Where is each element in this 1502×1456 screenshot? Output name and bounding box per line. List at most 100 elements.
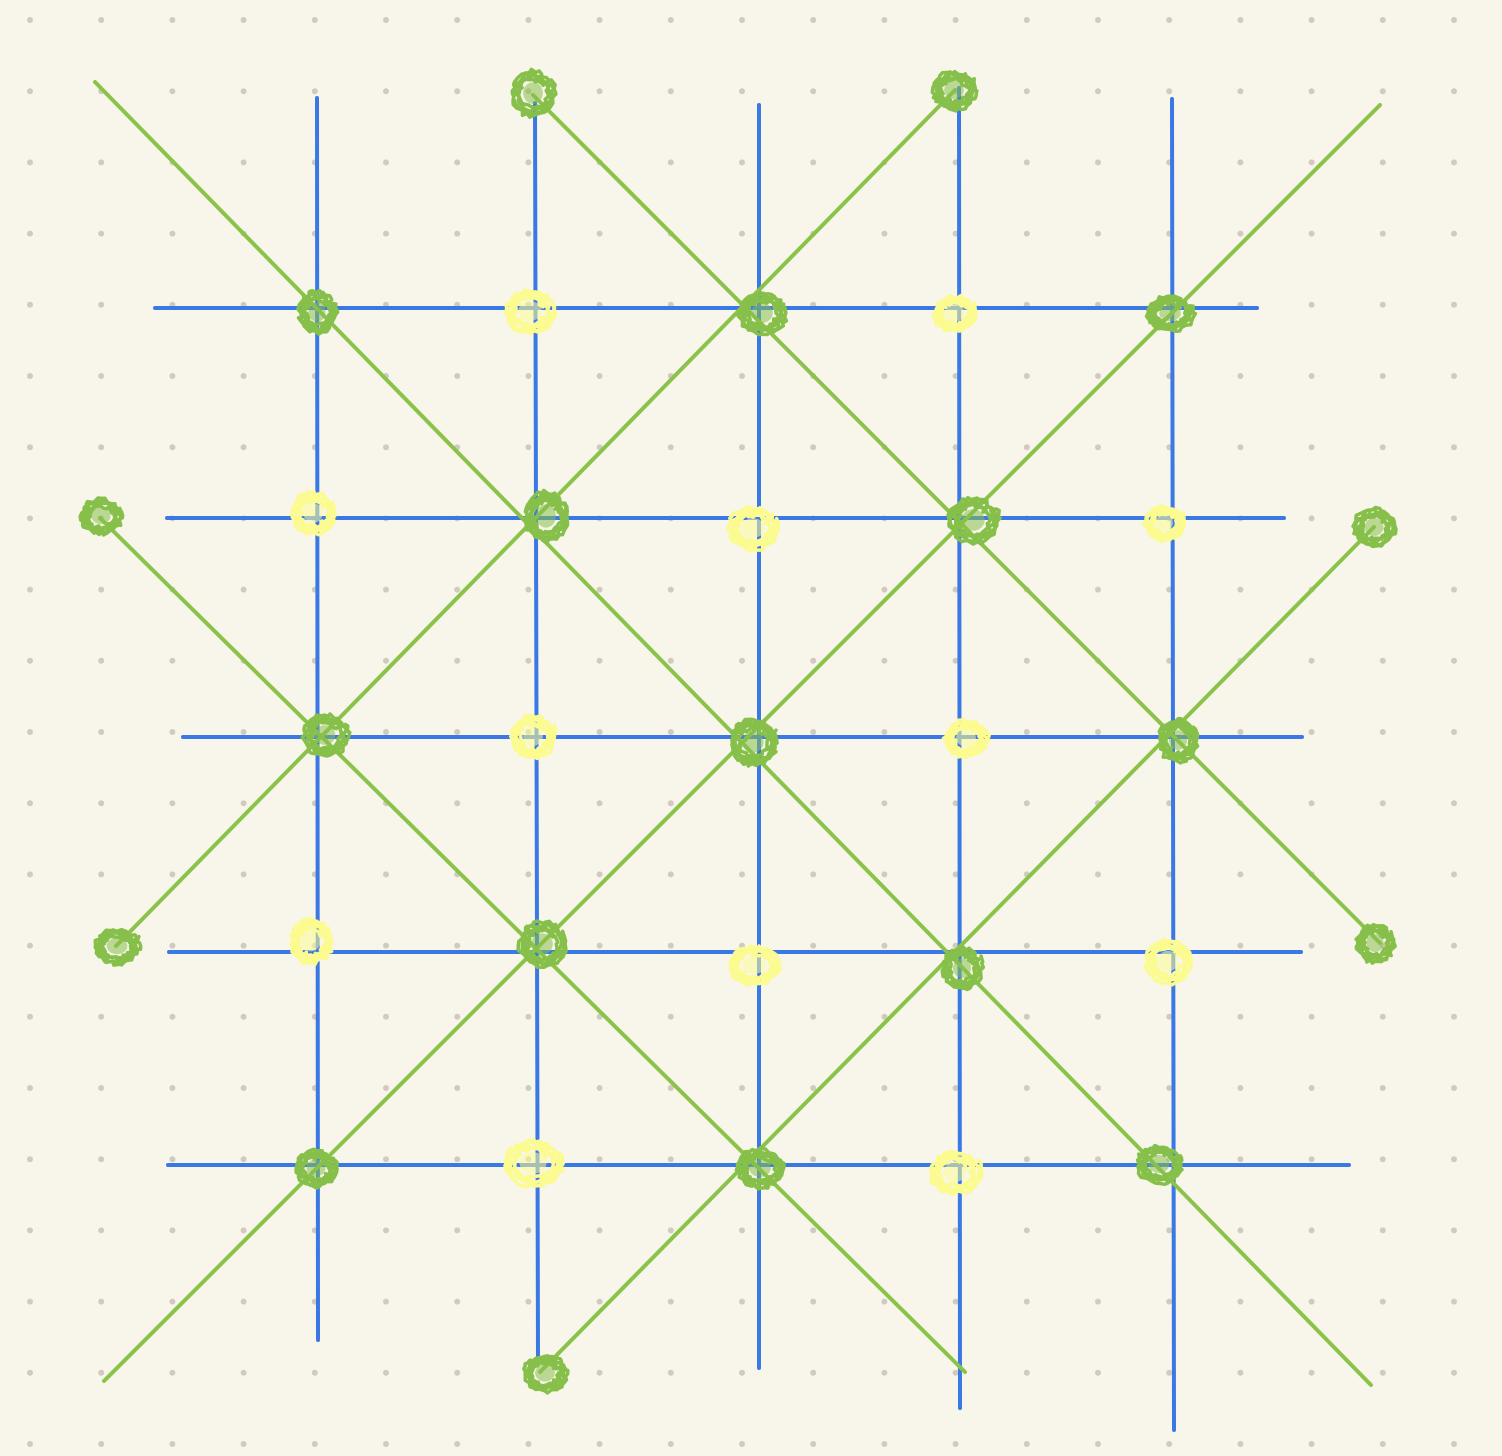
- green-node: [736, 291, 789, 337]
- grid-dot: [27, 1013, 33, 1020]
- grid-dot: [240, 1085, 247, 1091]
- grid-dot: [98, 1298, 105, 1305]
- grid-dot: [27, 515, 33, 522]
- green-node-stroke: [516, 919, 568, 970]
- grid-dot: [454, 657, 461, 664]
- grid-dot: [1379, 301, 1386, 308]
- grid-dot: [881, 871, 888, 878]
- grid-dot: [667, 1369, 674, 1376]
- grid-dot: [454, 88, 461, 95]
- grid-dot: [98, 657, 105, 664]
- grid-dot: [667, 159, 674, 166]
- grid-dot: [1451, 729, 1457, 735]
- grid-dot: [1237, 1013, 1244, 1020]
- grid-dot: [1308, 515, 1315, 522]
- yellow-node-stroke: [288, 916, 334, 967]
- grid-dot: [1095, 1085, 1101, 1091]
- grid-dot: [1451, 159, 1457, 166]
- grid-dot: [1379, 17, 1386, 23]
- grid-dot: [27, 1441, 33, 1447]
- grid-dot: [98, 800, 105, 807]
- green-node: [930, 69, 979, 113]
- yellow-node-fill: [945, 304, 965, 322]
- grid-dot: [1451, 515, 1457, 522]
- grid-dot: [739, 373, 745, 379]
- grid-dot: [739, 230, 745, 237]
- grid-dot: [169, 1085, 176, 1091]
- grid-dot: [27, 1369, 33, 1376]
- grid-dot: [1166, 1441, 1173, 1447]
- grid-dot: [739, 159, 745, 166]
- green-node: [1351, 505, 1398, 549]
- grid-dot: [667, 1085, 674, 1091]
- grid-dot: [169, 1227, 176, 1234]
- green-node: [522, 1354, 570, 1395]
- green-node-stroke: [940, 944, 986, 992]
- grid-dot: [810, 159, 817, 166]
- grid-dot: [881, 800, 888, 807]
- grid-dot: [596, 871, 603, 878]
- grid-dot: [596, 230, 603, 237]
- grid-dot: [98, 444, 105, 451]
- green-node: [510, 67, 558, 119]
- grid-dot: [1166, 1369, 1173, 1376]
- grid-dot: [1237, 230, 1244, 237]
- grid-dot: [454, 17, 461, 23]
- grid-dot: [596, 1298, 603, 1305]
- grid-dot: [1379, 230, 1386, 237]
- grid-dot: [952, 1298, 959, 1305]
- yellow-node: [288, 916, 334, 967]
- grid-dot: [1308, 657, 1315, 664]
- grid-dot: [454, 1156, 461, 1163]
- grid-dot: [1095, 17, 1101, 23]
- grid-dot: [240, 800, 247, 807]
- grid-dot: [1237, 729, 1244, 735]
- grid-dot: [1237, 1156, 1244, 1163]
- grid-dot: [881, 1013, 888, 1020]
- grid-dot: [596, 88, 603, 95]
- grid-dot: [1023, 657, 1030, 664]
- grid-dot: [1023, 942, 1030, 949]
- grid-dot: [1308, 1369, 1315, 1376]
- grid-dot: [596, 1227, 603, 1234]
- grid-dot: [1451, 800, 1457, 807]
- grid-dot: [1023, 1227, 1030, 1234]
- grid-dot: [667, 1013, 674, 1020]
- grid-dot: [1451, 230, 1457, 237]
- grid-dot: [952, 1441, 959, 1447]
- green-node-fill: [1364, 518, 1384, 536]
- grid-dot: [1237, 942, 1244, 949]
- grid-dot: [1451, 586, 1457, 593]
- grid-dot: [240, 1441, 247, 1447]
- grid-dot: [27, 1156, 33, 1163]
- grid-dot: [881, 586, 888, 593]
- grid-dot: [1095, 1156, 1101, 1163]
- green-node: [946, 495, 1002, 546]
- grid-dot: [169, 942, 176, 949]
- grid-dot: [1308, 1156, 1315, 1163]
- grid-dot: [1166, 1013, 1173, 1020]
- grid-dot: [739, 1298, 745, 1305]
- grid-dot: [1023, 17, 1030, 23]
- grid-dot: [810, 1156, 817, 1163]
- grid-dot: [1308, 444, 1315, 451]
- grid-dot: [596, 657, 603, 664]
- yellow-node-stroke: [503, 288, 558, 336]
- grid-dot: [1451, 373, 1457, 379]
- yellow-node-fill: [943, 1162, 967, 1182]
- grid-dot: [810, 1085, 817, 1091]
- yellow-node: [289, 490, 337, 537]
- grid-dot: [739, 1369, 745, 1376]
- grid-dot: [1379, 1441, 1386, 1447]
- grid-dot: [596, 1441, 603, 1447]
- grid-dot: [98, 1156, 105, 1163]
- grid-dot: [1379, 1369, 1386, 1376]
- grid-dot: [596, 800, 603, 807]
- yellow-node: [931, 293, 978, 333]
- grid-dot: [667, 729, 674, 735]
- grid-dot: [1023, 444, 1030, 451]
- grid-dot: [1379, 444, 1386, 451]
- grid-dot: [1379, 1013, 1386, 1020]
- grid-dot: [1166, 17, 1173, 23]
